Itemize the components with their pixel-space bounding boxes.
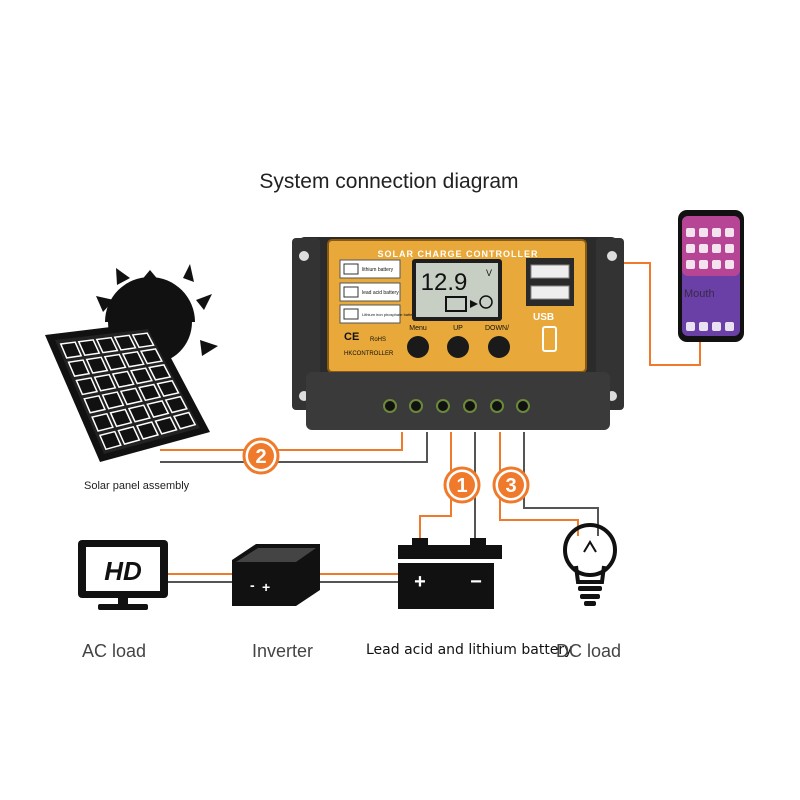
solar-cell xyxy=(146,400,170,418)
solar-cell xyxy=(59,341,83,359)
solar-cell xyxy=(119,387,143,406)
solar-cell xyxy=(154,416,178,435)
inverter-label: Inverter xyxy=(252,641,314,661)
usb-label: USB xyxy=(533,312,554,323)
solar-cell xyxy=(101,391,125,410)
down-button[interactable] xyxy=(488,336,510,358)
rohs-mark: RoHS xyxy=(370,337,386,343)
badge-2: 2 xyxy=(242,437,280,475)
svg-text:+: + xyxy=(414,571,426,593)
solar-cell xyxy=(156,379,180,398)
solar-cell xyxy=(172,411,197,430)
ce-mark: CE xyxy=(344,331,359,343)
solar-cell xyxy=(103,353,127,371)
solar-panel-icon xyxy=(45,322,210,462)
solar-cell xyxy=(135,421,160,440)
solar-cell xyxy=(131,332,155,349)
solar-cell xyxy=(139,348,163,365)
up-button-label: UP xyxy=(453,325,463,332)
lcd-arrow-icon xyxy=(470,300,478,308)
solar-cell xyxy=(164,395,188,414)
solar-cell xyxy=(138,383,162,402)
badge-2-number: 2 xyxy=(255,446,266,468)
dc-load-label: DC load xyxy=(556,641,622,661)
lcd-bulb-icon xyxy=(479,295,493,309)
solar-cell xyxy=(109,408,133,428)
badge-3: 3 xyxy=(492,466,530,504)
lcd-battery-icon xyxy=(445,296,467,312)
solar-cell xyxy=(127,404,151,423)
diagram-title: System connection diagram xyxy=(259,170,519,193)
solar-cell xyxy=(111,370,135,389)
solar-cell xyxy=(129,367,153,385)
lightbulb-icon xyxy=(563,523,617,606)
battery-type-lead-acid: lead acid battery xyxy=(362,290,399,296)
solar-cell xyxy=(148,364,172,381)
brand-label: HKCONTROLLER xyxy=(344,351,394,357)
solar-panel-label: Solar panel assembly xyxy=(84,480,190,492)
lcd-voltage-unit: V xyxy=(486,268,492,278)
solar-cell xyxy=(95,336,119,354)
badge-1-number: 1 xyxy=(456,475,467,497)
battery-type-list: lithium battery lead acid battery Lithiu… xyxy=(339,259,416,324)
tv-icon: HD xyxy=(78,540,168,610)
battery-type-lifepo4: Lithium iron phosphate battery xyxy=(362,312,416,317)
phone-overlay-text: Mouth xyxy=(684,288,715,300)
solar-cell xyxy=(77,339,101,357)
ac-load-label: AC load xyxy=(82,641,147,661)
phone-charge-icon xyxy=(542,326,557,352)
controller-header: SOLAR CHARGE CONTROLLER xyxy=(378,249,539,259)
solar-cell xyxy=(83,394,106,414)
badge-3-number: 3 xyxy=(505,475,516,497)
solar-cell xyxy=(113,334,137,351)
svg-text:−: − xyxy=(470,571,482,593)
charge-controller: SOLAR CHARGE CONTROLLER lithium battery … xyxy=(292,237,624,430)
terminal-block xyxy=(306,372,610,430)
solar-cell xyxy=(117,425,141,446)
solar-cell xyxy=(93,373,117,392)
lcd-voltage-value: 12.9 xyxy=(421,269,468,296)
svg-text:HD: HD xyxy=(104,556,142,586)
solar-cell xyxy=(91,412,114,432)
battery-type-lithium: lithium battery xyxy=(362,267,394,273)
solar-cell xyxy=(85,356,109,374)
solar-cell xyxy=(98,430,122,451)
menu-button[interactable] xyxy=(407,336,429,358)
inverter-icon: - + xyxy=(232,544,320,606)
solar-cell xyxy=(121,350,145,368)
smartphone-icon: Mouth xyxy=(678,210,744,342)
up-button[interactable] xyxy=(447,336,469,358)
svg-text:-: - xyxy=(250,577,255,593)
menu-button-label: Menu xyxy=(409,325,427,332)
svg-text:+: + xyxy=(262,579,270,595)
solar-cell xyxy=(67,359,91,377)
battery-label: Lead acid and lithium battery xyxy=(366,642,573,658)
down-button-label: DOWN/ xyxy=(485,325,509,332)
battery-icon: + − xyxy=(398,538,502,609)
solar-cell xyxy=(75,377,99,396)
badge-1: 1 xyxy=(443,466,481,504)
